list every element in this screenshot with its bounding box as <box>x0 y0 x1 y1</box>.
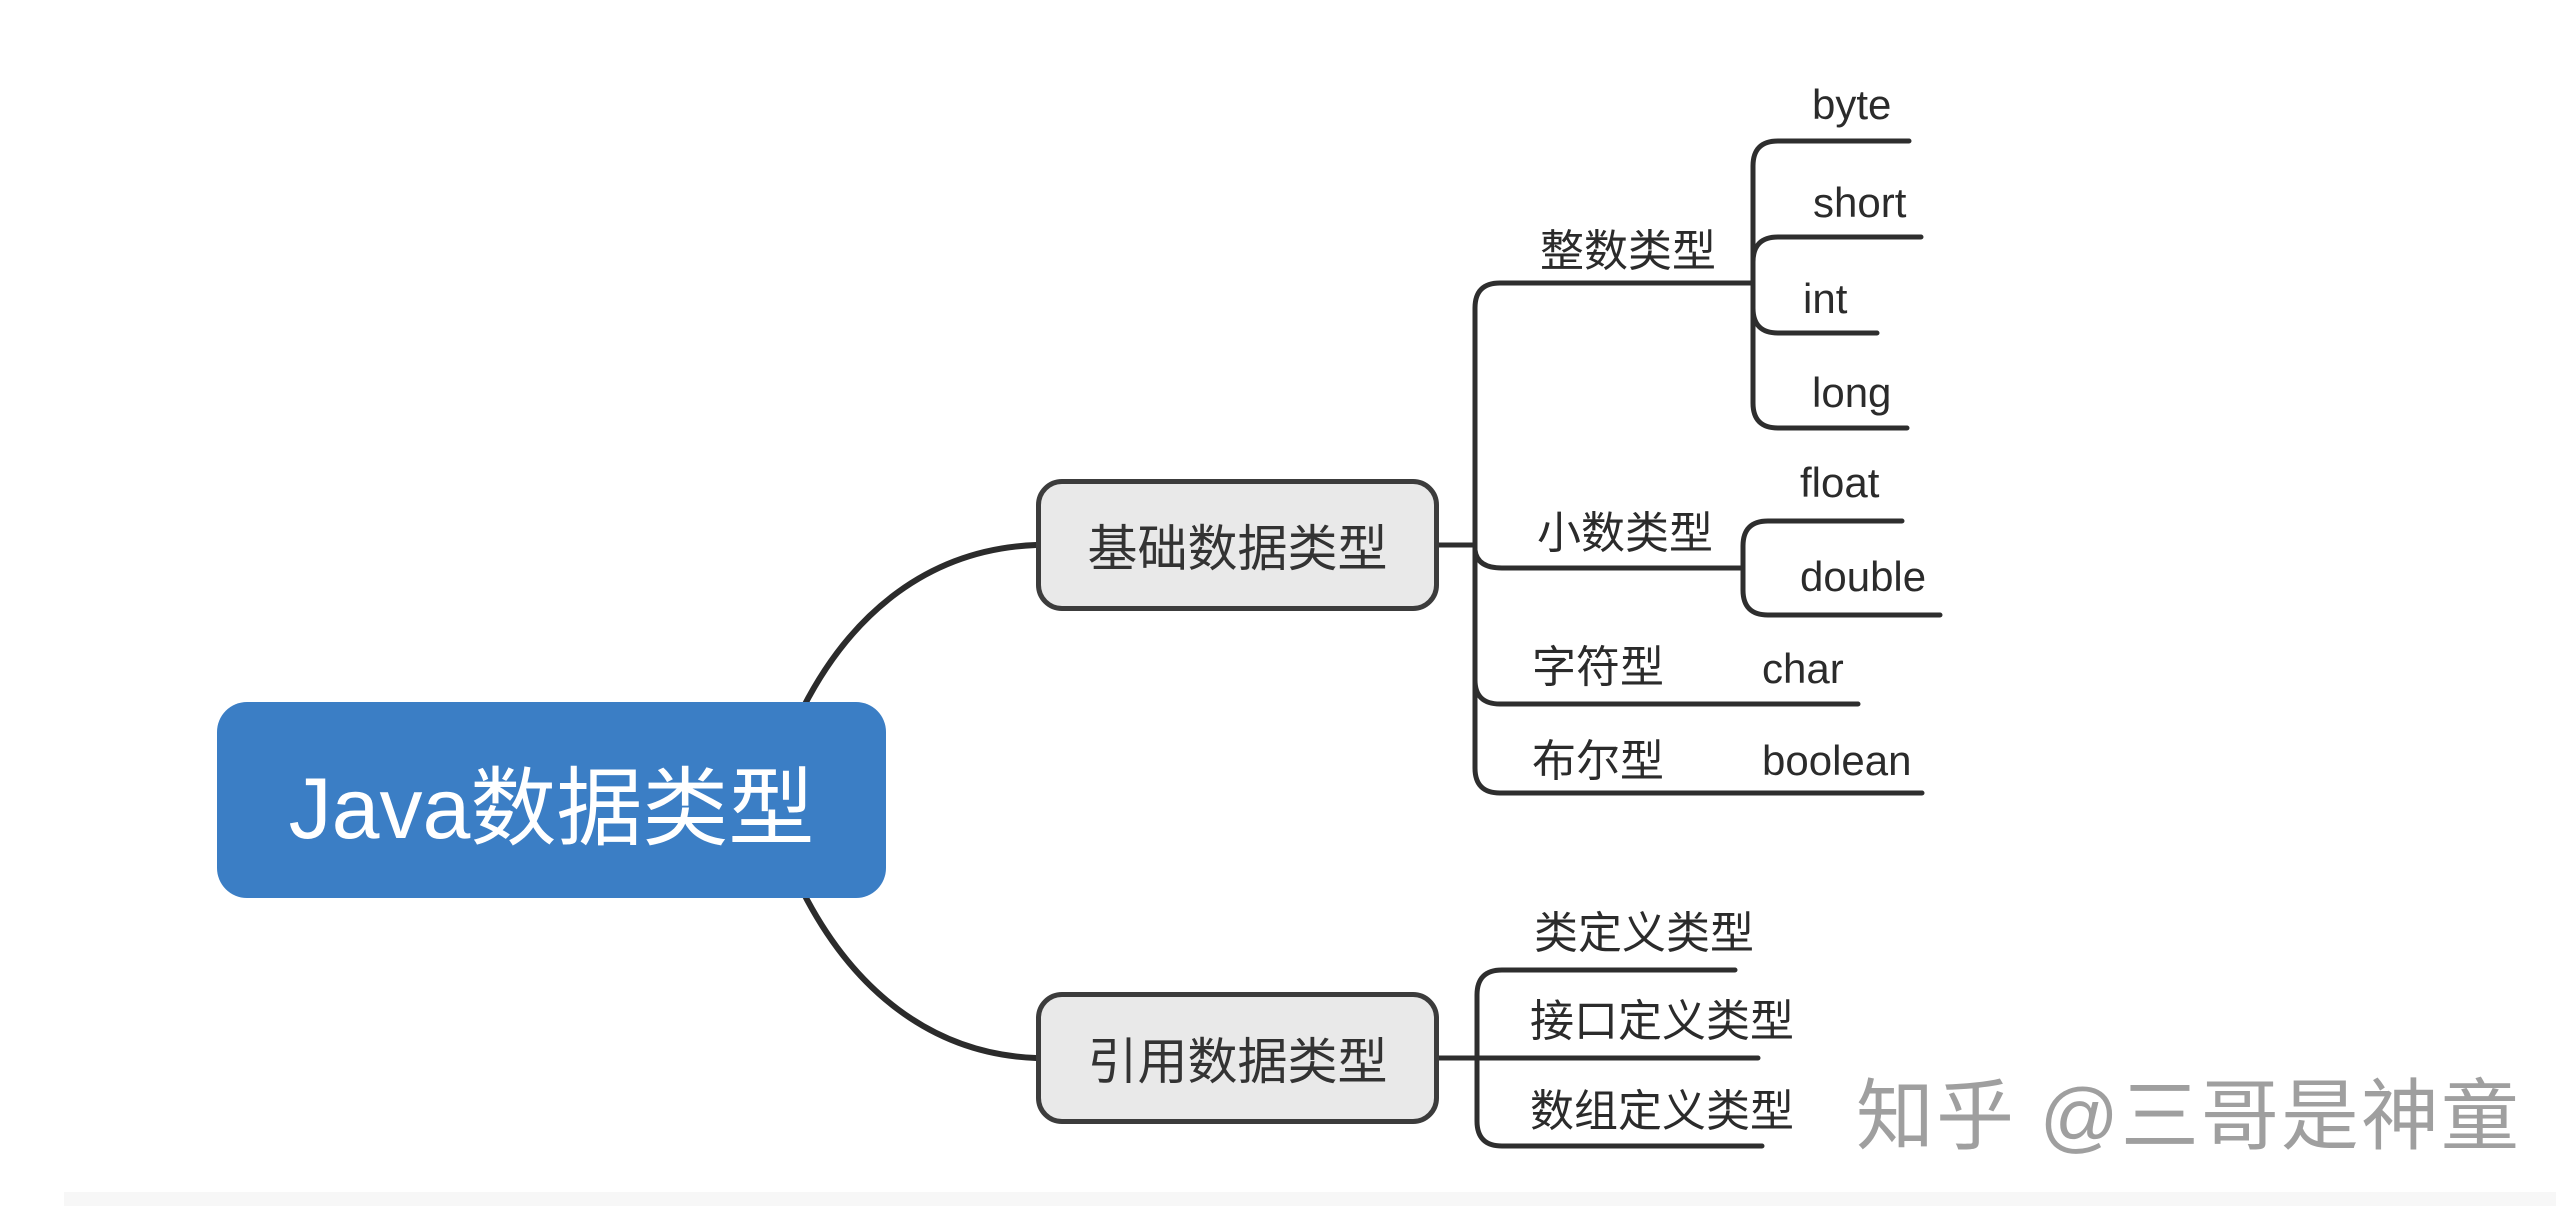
leaf-line-short <box>1750 234 1924 265</box>
leaf-line-double <box>1740 565 1943 618</box>
branch-topic-basic-types[interactable]: 基础数据类型 <box>1036 479 1439 611</box>
leaf-line-byte <box>1750 138 1912 286</box>
leaf-line-long <box>1750 280 1910 431</box>
zhihu-watermark: 知乎 @三哥是神童 <box>1856 1072 2521 1160</box>
curve-root-to-basic <box>800 542 1039 711</box>
leaf-line-float <box>1740 518 1905 571</box>
branch-line-boolean <box>1472 542 1925 796</box>
bottom-edge-strip <box>64 1192 2556 1206</box>
branch-topic-reference-types[interactable]: 引用数据类型 <box>1036 992 1439 1124</box>
group-label-decimal-types[interactable]: 小数类型 <box>1537 509 1713 558</box>
group-label-boolean-type[interactable]: 布尔型 <box>1532 737 1664 786</box>
leaf-line-class-type <box>1474 967 1738 1061</box>
leaf-label-char[interactable]: char <box>1762 645 1844 692</box>
leaf-label-byte[interactable]: byte <box>1812 81 1892 128</box>
leaf-label-array-defined[interactable]: 数组定义类型 <box>1530 1087 1794 1136</box>
branch-line-decimal <box>1472 547 1746 571</box>
root-topic-java-data-types[interactable]: Java数据类型 <box>217 702 886 898</box>
branch-line-char <box>1472 677 1861 707</box>
leaf-label-interface-defined[interactable]: 接口定义类型 <box>1530 997 1794 1046</box>
leaf-label-float[interactable]: float <box>1800 459 1880 506</box>
leaf-label-int[interactable]: int <box>1803 275 1848 322</box>
leaf-label-class-defined[interactable]: 类定义类型 <box>1534 909 1754 958</box>
leaf-label-long[interactable]: long <box>1812 369 1892 416</box>
group-label-char-type[interactable]: 字符型 <box>1532 643 1664 692</box>
curve-root-to-reference <box>800 889 1039 1061</box>
branch-topic-label: 基础数据类型 <box>1087 521 1388 577</box>
leaf-line-array-type <box>1474 1055 1765 1149</box>
leaf-label-double[interactable]: double <box>1800 553 1927 600</box>
branch-line-integer <box>1472 280 1756 548</box>
root-topic-label: Java数据类型 <box>288 760 815 857</box>
leaf-label-boolean[interactable]: boolean <box>1762 737 1912 784</box>
branch-topic-label: 引用数据类型 <box>1087 1034 1388 1090</box>
group-label-integer-types[interactable]: 整数类型 <box>1540 227 1716 276</box>
leaf-label-short[interactable]: short <box>1813 179 1907 226</box>
